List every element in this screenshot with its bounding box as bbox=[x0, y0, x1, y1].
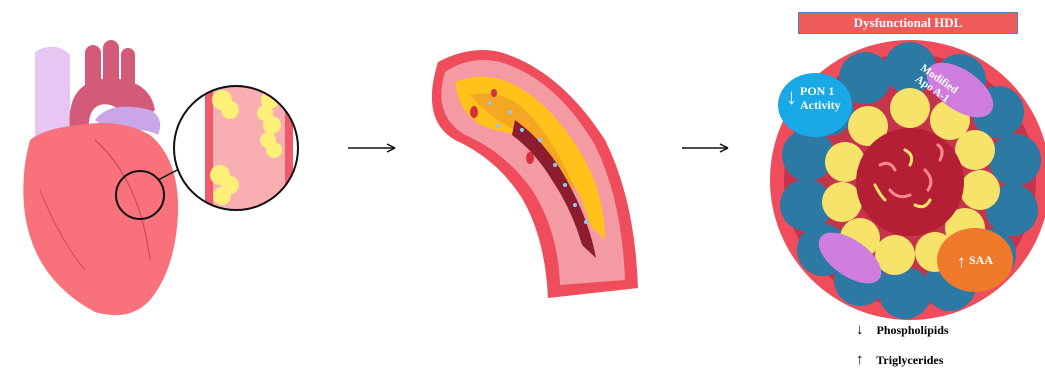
arrow-right-icon bbox=[682, 144, 728, 152]
magnified-vessel bbox=[170, 80, 310, 220]
heart-body bbox=[23, 123, 178, 315]
up-arrow-icon: ↑ bbox=[856, 352, 864, 368]
phospholipids-label: ↓ Phospholipids bbox=[856, 322, 949, 339]
arrow-right-icon bbox=[348, 144, 395, 152]
hdl-particle bbox=[770, 40, 1045, 320]
saa-text: SAA bbox=[969, 253, 993, 267]
triglycerides-text: Triglycerides bbox=[876, 353, 943, 367]
triglycerides-label: ↑ Triglycerides bbox=[856, 352, 943, 369]
pon1-line1: PON 1 bbox=[800, 84, 860, 98]
artery-illustration bbox=[432, 50, 638, 298]
saa-label: ↑ SAA bbox=[957, 252, 993, 269]
hdl-core bbox=[856, 128, 964, 236]
pon1-label: ↓ PON 1 Activity bbox=[800, 84, 860, 112]
down-arrow-icon: ↓ bbox=[786, 86, 797, 108]
up-arrow-icon: ↑ bbox=[957, 251, 966, 271]
heart-illustration bbox=[23, 40, 310, 315]
down-arrow-icon: ↓ bbox=[856, 322, 864, 338]
hdl-title: Dysfunctional HDL bbox=[798, 12, 1018, 34]
pon1-line2: Activity bbox=[800, 98, 860, 112]
phospholipids-text: Phospholipids bbox=[877, 323, 949, 337]
